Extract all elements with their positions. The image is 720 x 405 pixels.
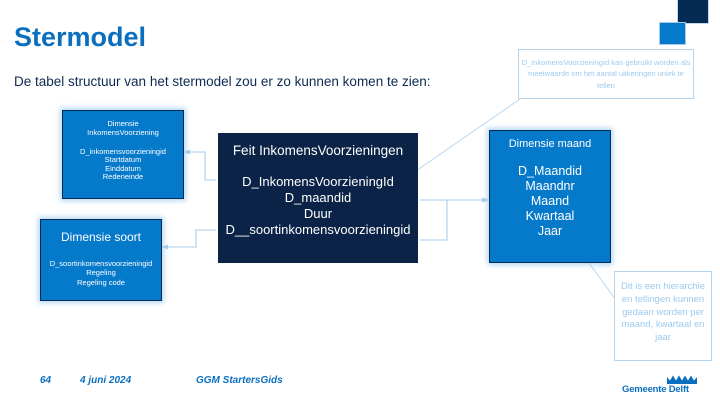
entity-feit-inkomensvoorzieningen[interactable]: Feit InkomensVoorzieningen D_InkomensVoo… <box>218 133 418 263</box>
entity-field: D_soortinkomensvoorzieningid <box>49 259 153 268</box>
entity-field: D__soortinkomensvoorzieningid <box>225 221 411 237</box>
entity-field: D_inkomensvoorzieningid <box>80 146 166 156</box>
entity-field: Maandnr <box>525 179 575 193</box>
entity-field-list: D_inkomensvoorzieningid Startdatum Eindd… <box>63 138 183 182</box>
entity-field-list: D_InkomensVoorzieningId D_maandid Duur D… <box>219 158 417 237</box>
entity-field: Duur <box>303 205 333 221</box>
entity-field: D_InkomensVoorzieningId <box>242 174 394 189</box>
entity-dimensie-maand[interactable]: Dimensie maand D_Maandid Maandnr Maand K… <box>489 130 611 263</box>
entity-field-list: D_Maandid Maandnr Maand Kwartaal Jaar <box>490 150 610 239</box>
entity-field: Kwartaal <box>525 209 575 223</box>
entity-field: D_Maandid <box>518 164 582 178</box>
callout-note-top-right: D_InkomensVoorzieningId kan gebruikt wor… <box>518 49 694 99</box>
crown-icon <box>667 372 697 390</box>
entity-field: Jaar <box>537 224 563 238</box>
entity-title: Dimensie soort <box>60 230 142 244</box>
entity-title-line2: InkomensVoorziening <box>87 128 159 138</box>
entity-field: Einddatum <box>105 163 141 173</box>
entity-title: Dimensie maand <box>508 138 592 150</box>
entity-field: Maand <box>530 194 570 208</box>
footer-date: 4 juni 2024 <box>80 375 132 386</box>
footer-page-number: 64 <box>40 375 52 386</box>
entity-field: Startdatum <box>104 155 142 165</box>
footer-document-name: GGM StartersGids <box>196 375 283 386</box>
entity-field: D_maandid <box>284 189 352 205</box>
logo-wordmark: Gemeente Delft <box>622 384 689 395</box>
page-title: Stermodel <box>14 22 147 52</box>
corner-square-light <box>659 22 686 45</box>
page-subtitle: De tabel structuur van het stermodel zou… <box>14 74 431 89</box>
entity-field: Regeling <box>86 268 116 278</box>
callout-note-bottom-right: Dit is een hierarchie en tellingen kunne… <box>614 271 712 361</box>
entity-title: Dimensie InkomensVoorziening <box>63 111 183 138</box>
entity-dimensie-inkomensvoorziening[interactable]: Dimensie InkomensVoorziening D_inkomensv… <box>62 110 184 199</box>
entity-dimensie-soort[interactable]: Dimensie soort D_soortinkomensvoorzienin… <box>40 219 162 301</box>
entity-field-list: D_soortinkomensvoorzieningid Regeling Re… <box>41 244 161 287</box>
entity-title: Feit InkomensVoorzieningen <box>232 143 404 158</box>
entity-field: Regeling code <box>77 277 125 287</box>
entity-title-line1: Dimensie <box>107 119 139 128</box>
corner-square-dark <box>677 0 709 24</box>
entity-field: Redeneinde <box>102 171 144 181</box>
gemeente-delft-logo: Gemeente Delft <box>622 372 706 398</box>
